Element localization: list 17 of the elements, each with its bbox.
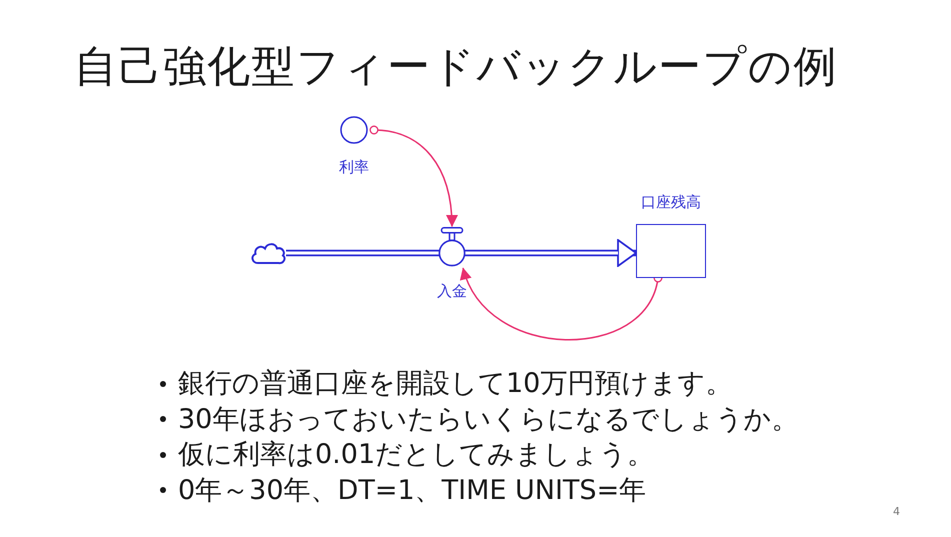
node-label: 利率: [339, 158, 369, 176]
flow-pipe: [286, 250, 439, 256]
connector-arrow: [370, 126, 458, 227]
flow-valve-node: [437, 227, 467, 300]
flow-pipe: [465, 239, 637, 267]
node-label: 口座残高: [641, 193, 701, 211]
cloud-symbol: [250, 241, 286, 265]
node-label: 入金: [437, 282, 467, 300]
slide-title: 自己強化型フィードバックループの例: [74, 41, 838, 94]
bullet-text: 0年～30年、DT=1、TIME UNITS=年: [178, 474, 646, 507]
converter-node: [339, 116, 369, 176]
page-number: 4: [893, 505, 900, 518]
connector-arrow: [462, 268, 662, 340]
bullet-text: 銀行の普通口座を開設して10万円預けます。: [178, 367, 732, 400]
bullet-text: 仮に利率は0.01だとしてみましょう。: [178, 438, 654, 472]
stock-node: [636, 193, 706, 278]
bullet-text: 30年ほおっておいたらいくらになるでしょうか。: [178, 402, 798, 436]
